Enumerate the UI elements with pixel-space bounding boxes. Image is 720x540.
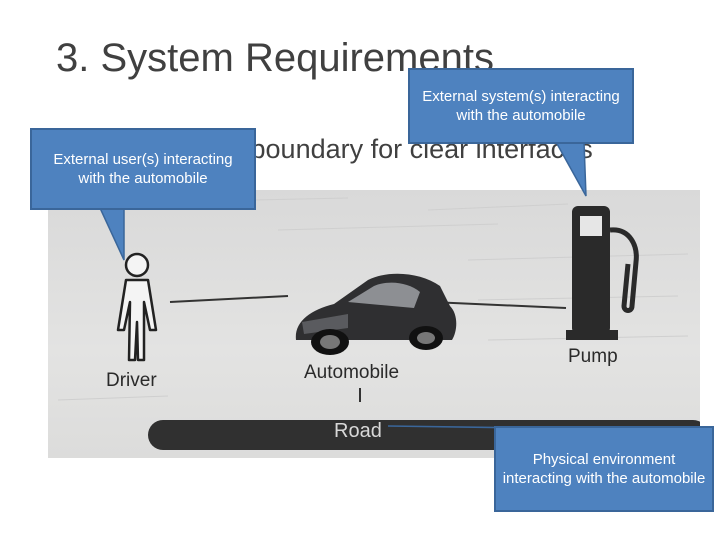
context-diagram-photo: Driver Automobile Pump Road [48,190,700,458]
external-users-callout-text: External user(s) interacting with the au… [53,151,233,187]
driver-figure [116,252,158,362]
physical-environment-callout-text: Physical environment interacting with th… [502,451,706,487]
driver-label: Driver [106,370,157,391]
context-diagram-drawing [57,197,700,450]
automobile-car [295,273,457,355]
automobile-label: Automobile [304,362,400,383]
road-label: Road [334,420,382,442]
physical-environment-callout: Physical environment interacting with th… [494,426,714,512]
external-systems-callout: External system(s) interacting with the … [408,68,634,144]
pump-icon [566,206,639,340]
external-systems-callout-text: External system(s) interacting with the … [422,88,620,124]
external-users-callout: External user(s) interacting with the au… [30,128,256,210]
pump-label: Pump [568,346,618,367]
connector-lines [169,295,567,309]
